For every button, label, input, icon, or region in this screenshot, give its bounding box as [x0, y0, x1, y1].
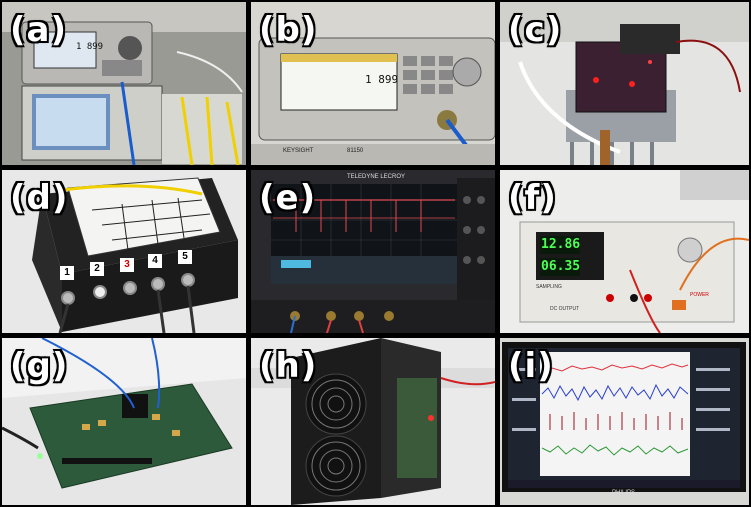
panel-a-photo	[2, 2, 246, 165]
panel-d-port-4: 4	[148, 254, 162, 268]
panel-h-photo	[251, 338, 495, 505]
panel-b-screen-value: 1 899	[365, 73, 399, 86]
panel-b: (b) 1 899 KEYSIGHT 81150	[251, 2, 495, 165]
panel-f-power: POWER	[690, 292, 709, 298]
panel-h: (h)	[251, 338, 495, 505]
panel-e-photo	[251, 170, 495, 333]
panel-e: (e) TELEDYNE LECROY	[251, 170, 495, 333]
panel-d-photo	[2, 170, 246, 333]
panel-f-photo	[500, 170, 749, 333]
panel-c: (c)	[500, 2, 749, 165]
panel-d-port-5: 5	[178, 250, 192, 264]
panel-i-monitor-brand: PHILIPS	[612, 490, 636, 496]
panel-d-label: (d)	[10, 178, 69, 218]
panel-f-dc-output: DC OUTPUT	[550, 306, 580, 312]
panel-f-label: (f)	[508, 178, 557, 218]
panel-a-label: (a)	[10, 10, 68, 50]
panel-g-label: (g)	[10, 346, 69, 386]
panel-d-port-3: 3	[120, 258, 134, 272]
panel-d-port-2: 2	[90, 262, 104, 276]
panel-e-label: (e)	[259, 178, 317, 218]
panel-b-label: (b)	[259, 10, 318, 50]
panel-c-label: (c)	[508, 10, 563, 50]
panel-f-current: 06.35	[541, 259, 581, 274]
panel-f-voltage: 12.86	[541, 237, 581, 252]
panel-i-label: (i)	[508, 346, 554, 386]
panel-b-photo	[251, 2, 495, 165]
panel-d: (d) 1 2 3 4 5	[2, 170, 246, 333]
panel-a-screen-value: 1 899	[76, 42, 104, 52]
panel-h-label: (h)	[259, 346, 318, 386]
panel-c-photo	[500, 2, 749, 165]
panel-e-brand: TELEDYNE LECROY	[347, 174, 406, 180]
panel-d-port-1: 1	[60, 266, 74, 280]
panel-f-sampling: SAMPLING	[536, 284, 562, 290]
panel-a: (a) 1 899	[2, 2, 246, 165]
panel-i-photo	[500, 338, 749, 505]
panel-b-model: 81150	[347, 148, 364, 154]
panel-b-brand: KEYSIGHT	[283, 148, 314, 154]
panel-i: (i) PHILIPS	[500, 338, 749, 505]
panel-g-photo	[2, 338, 246, 505]
panel-f: (f) 12.86 06.35 SAMPLING DC OUTPUT POWER	[500, 170, 749, 333]
panel-g: (g)	[2, 338, 246, 505]
